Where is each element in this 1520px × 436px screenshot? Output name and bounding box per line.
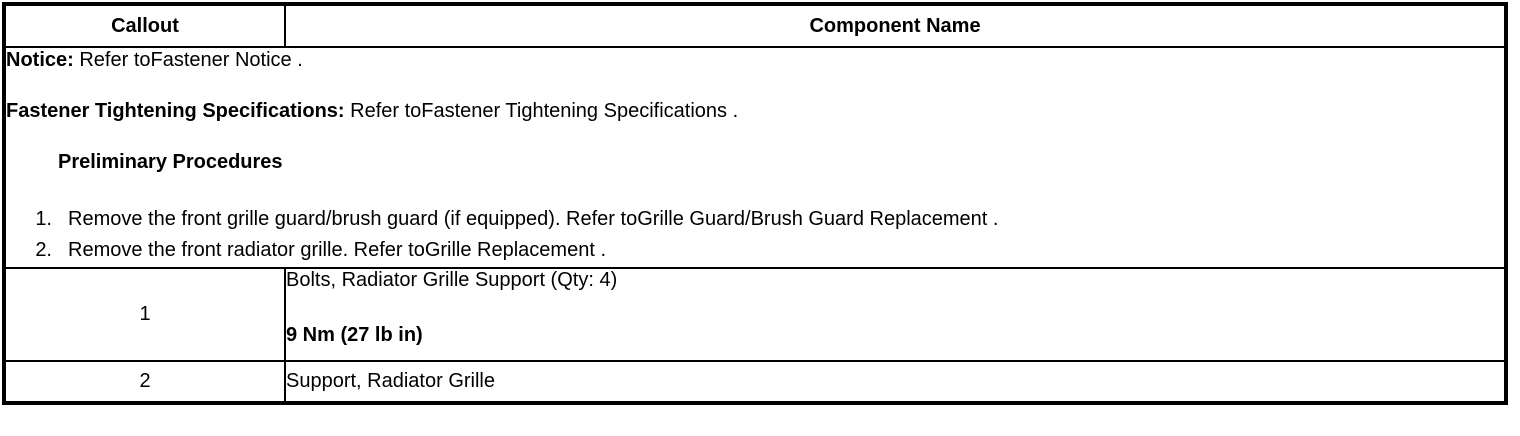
torque-spec: 9 Nm (27 lb in) (286, 324, 423, 346)
callout-number-cell: 1 (3, 267, 286, 362)
fastener-notice-paragraph: Notice: Refer toFastener Notice . (6, 48, 1504, 72)
fastener-specifications-label: Fastener Tightening Specifications: (6, 100, 345, 122)
table-row: 2 Support, Radiator Grille (3, 360, 1507, 404)
preliminary-step-1: 1. Remove the front grille guard/brush g… (6, 204, 1504, 235)
component-name-cell: Support, Radiator Grille (284, 360, 1507, 404)
step-text: Remove the front radiator grille. Refer … (68, 239, 607, 261)
preliminary-procedures-heading: Preliminary Procedures (58, 151, 283, 173)
table-header-row: Callout Component Name (3, 3, 1507, 48)
component-name-cell: Bolts, Radiator Grille Support (Qty: 4) … (284, 267, 1507, 362)
step-number: 1. (35, 208, 52, 230)
notice-label: Notice: (6, 49, 74, 71)
fastener-specifications-text: Refer toFastener Tightening Specificatio… (344, 100, 739, 122)
callout-column-header: Callout (3, 3, 286, 48)
callout-number-cell: 2 (3, 360, 286, 404)
component-name-column-header: Component Name (284, 3, 1507, 48)
preliminary-section-cell: Notice: Refer toFastener Notice . Fasten… (3, 46, 1507, 269)
component-description: Bolts, Radiator Grille Support (Qty: 4) (286, 269, 618, 291)
step-number: 2. (35, 239, 52, 261)
preliminary-step-2: 2. Remove the front radiator grille. Ref… (6, 235, 1504, 266)
notice-text: Refer toFastener Notice . (73, 49, 303, 71)
table-row: 1 Bolts, Radiator Grille Support (Qty: 4… (3, 267, 1507, 362)
fastener-specifications-paragraph: Fastener Tightening Specifications: Refe… (6, 99, 1504, 123)
step-text: Remove the front grille guard/brush guar… (68, 208, 999, 230)
preliminary-section-row: Notice: Refer toFastener Notice . Fasten… (3, 46, 1507, 269)
component-callout-table: Callout Component Name Notice: Refer toF… (2, 2, 1508, 405)
